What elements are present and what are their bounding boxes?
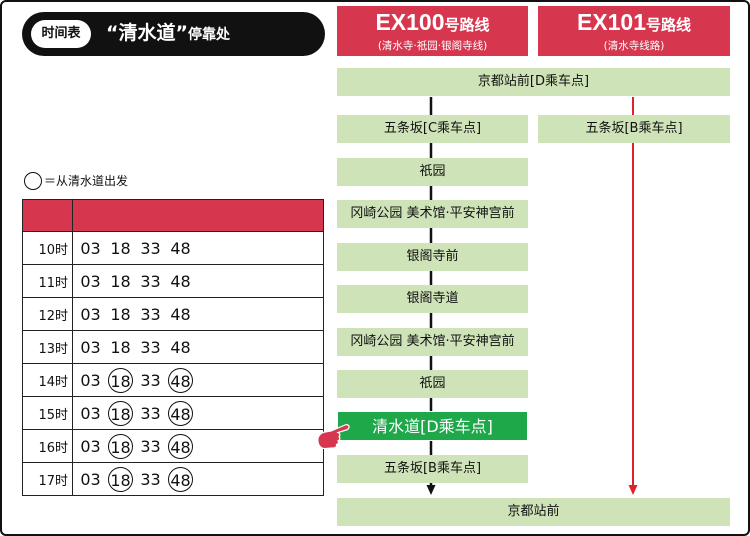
route-line-ex101 bbox=[628, 97, 638, 495]
legend: ＝从清水道出发 bbox=[24, 170, 128, 190]
departure-minute: 48 bbox=[170, 271, 191, 291]
page-title: “清水道”停靠处 bbox=[106, 18, 230, 50]
departure-minute-circled: 48 bbox=[168, 400, 193, 426]
departure-minute: 03 bbox=[80, 304, 101, 324]
table-row: 12时 03 18 33 48 bbox=[22, 297, 324, 331]
table-row: 10时 03 18 33 48 bbox=[22, 231, 324, 265]
departure-minute: 03 bbox=[80, 370, 101, 390]
stop-gojozaka-b: 五条坂[B乘车点] bbox=[337, 455, 528, 483]
departure-minute-circled: 18 bbox=[108, 433, 133, 459]
departure-minute: 18 bbox=[110, 304, 131, 324]
stop-gion-return: 祇园 bbox=[337, 370, 528, 398]
route-code: EX101 bbox=[576, 9, 647, 35]
departure-minute: 33 bbox=[140, 403, 161, 423]
route-subtitle: (清水寺线路) bbox=[603, 40, 665, 52]
departure-minute: 03 bbox=[80, 238, 101, 258]
departure-minute: 48 bbox=[170, 238, 191, 258]
departure-minute: 48 bbox=[170, 304, 191, 324]
table-row: 17时 03 18 33 48 bbox=[22, 462, 324, 496]
departure-minute: 33 bbox=[140, 436, 161, 456]
stop-okazaki-park: 冈崎公园 美术馆·平安神宫前 bbox=[337, 200, 528, 228]
table-row: 11时 03 18 33 48 bbox=[22, 264, 324, 298]
stop-kyoto-station: 京都站前 bbox=[337, 498, 730, 526]
circle-marker-icon bbox=[24, 171, 42, 190]
stop-kyoto-station-d: 京都站前[D乘车点] bbox=[337, 68, 730, 96]
arrow-down-icon bbox=[426, 485, 436, 495]
table-row: 14时 03 18 33 48 bbox=[22, 363, 324, 397]
departure-minute: 33 bbox=[140, 238, 161, 258]
title-suffix: 停靠处 bbox=[187, 27, 230, 43]
stop-gojozaka-b-ex101: 五条坂[B乘车点] bbox=[538, 115, 730, 143]
minutes-cell: 03 18 33 48 bbox=[72, 462, 324, 496]
stop-gojozaka-c: 五条坂[C乘车点] bbox=[337, 115, 528, 143]
departure-minute-circled: 48 bbox=[168, 433, 193, 459]
departure-minute: 03 bbox=[80, 436, 101, 456]
hour-cell: 15时 bbox=[22, 396, 73, 430]
timetable-badge: 时间表 bbox=[31, 20, 91, 48]
departure-minute: 18 bbox=[110, 271, 131, 291]
minutes-cell: 03 18 33 48 bbox=[72, 429, 324, 463]
departure-minute-circled: 18 bbox=[108, 367, 133, 393]
departure-minute: 33 bbox=[140, 469, 161, 489]
departure-minute: 03 bbox=[80, 337, 101, 357]
departure-minute-circled: 48 bbox=[168, 367, 193, 393]
route-suffix: 号路线 bbox=[444, 16, 490, 34]
stop-name-title: “清水道” bbox=[106, 22, 188, 44]
route-subtitle: (清水寺·祇园·银阁寺线) bbox=[377, 40, 488, 52]
departure-minute: 48 bbox=[170, 337, 191, 357]
timetable-header-row bbox=[22, 199, 324, 232]
legend-text: ＝从清水道出发 bbox=[44, 174, 129, 188]
minute-column-header bbox=[72, 199, 324, 232]
departure-minute: 03 bbox=[80, 469, 101, 489]
hour-cell: 13时 bbox=[22, 330, 73, 364]
stop-current-kiyomizumichi: 清水道[D乘车点] bbox=[337, 411, 528, 441]
route-code: EX100 bbox=[375, 9, 445, 35]
departure-minute: 33 bbox=[140, 271, 161, 291]
route-suffix: 号路线 bbox=[646, 16, 692, 34]
departure-minute-circled: 18 bbox=[108, 466, 133, 492]
minutes-cell: 03 18 33 48 bbox=[72, 363, 324, 397]
departure-minute-circled: 48 bbox=[168, 466, 193, 492]
hour-cell: 12时 bbox=[22, 297, 73, 331]
hour-column-header bbox=[22, 199, 73, 232]
pointing-hand-icon bbox=[317, 424, 350, 450]
departure-minute: 03 bbox=[80, 271, 101, 291]
hour-cell: 16时 bbox=[22, 429, 73, 463]
stop-okazaki-park-return: 冈崎公园 美术馆·平安神宫前 bbox=[337, 328, 528, 356]
minutes-cell: 03 18 33 48 bbox=[72, 396, 324, 430]
stop-ginkakuji-michi: 银阁寺道 bbox=[337, 285, 528, 313]
hour-cell: 14时 bbox=[22, 363, 73, 397]
timetable-body: 10时 03 18 33 48 11时 03 18 33 48 12时 03 18 33 48 13时 03 18… bbox=[22, 231, 324, 496]
header-pill: 时间表 “清水道”停靠处 bbox=[22, 12, 325, 56]
table-row: 16时 03 18 33 48 bbox=[22, 429, 324, 463]
departure-minute: 03 bbox=[80, 403, 101, 423]
departure-minute-circled: 18 bbox=[108, 400, 133, 426]
departure-minute: 18 bbox=[110, 238, 131, 258]
departure-timetable: 10时 03 18 33 48 11时 03 18 33 48 12时 03 18 33 48 13时 03 18… bbox=[22, 199, 324, 496]
hour-cell: 17时 bbox=[22, 462, 73, 496]
minutes-cell: 03 18 33 48 bbox=[72, 297, 324, 331]
minutes-cell: 03 18 33 48 bbox=[72, 264, 324, 298]
stop-ginkakuji-mae: 银阁寺前 bbox=[337, 243, 528, 271]
table-row: 13时 03 18 33 48 bbox=[22, 330, 324, 364]
hour-cell: 11时 bbox=[22, 264, 73, 298]
departure-minute: 18 bbox=[110, 337, 131, 357]
departure-minute: 33 bbox=[140, 370, 161, 390]
table-row: 15时 03 18 33 48 bbox=[22, 396, 324, 430]
arrow-down-icon bbox=[628, 485, 638, 495]
departure-minute: 33 bbox=[140, 304, 161, 324]
departure-minute: 33 bbox=[140, 337, 161, 357]
minutes-cell: 03 18 33 48 bbox=[72, 231, 324, 265]
minutes-cell: 03 18 33 48 bbox=[72, 330, 324, 364]
hour-cell: 10时 bbox=[22, 231, 73, 265]
route-header-ex101: EX101号路线 (清水寺线路) bbox=[538, 6, 730, 56]
stop-gion: 祇园 bbox=[337, 158, 528, 186]
route-header-ex100: EX100号路线 (清水寺·祇园·银阁寺线) bbox=[337, 6, 528, 56]
